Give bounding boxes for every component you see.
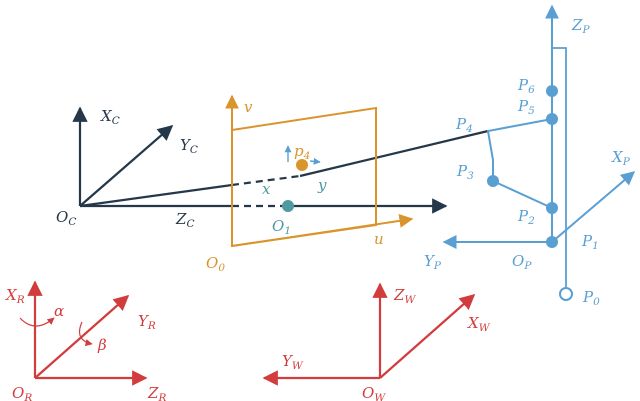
robot-x-label: XP [611,148,631,168]
robot-p0-label: P0 [582,288,600,308]
robot-point-p5 [546,113,558,125]
robot-point-p3 [487,175,499,187]
base-y-axis [34,294,130,379]
robot-z-label: ZP [571,16,590,36]
principal-point [282,200,294,212]
projected-point-label: p4 [294,142,310,162]
beta-rotation-arrow [79,321,93,347]
world-y-label: YW [282,352,304,372]
world-frame: ZW XW YW OW [262,282,491,401]
projection-ray-solid [79,183,233,208]
robot-origin-label: OP [512,252,532,272]
camera-y-label: YC [180,136,198,156]
robot-base-frame: XR YR ZR OR α β [5,280,166,401]
image-plane-outline [231,106,377,248]
world-x-axis [379,293,476,379]
image-plane: v u O0 p4 x y O1 [206,94,414,274]
robot-p6-label: P6 [517,76,535,96]
robot-link-bracket [552,47,567,287]
camera-y-axis [79,124,174,207]
beta-label: β [97,336,107,354]
base-x-label: XR [5,286,25,306]
projection-ray-end [299,129,489,178]
robot-model: ZP XP YP OP P0 P1 P2 P3 P4 P5 P6 [424,4,636,308]
robot-point-p0 [559,287,573,301]
robot-p2-label: P2 [517,207,535,227]
world-z-label: ZW [393,286,416,306]
p4-right-arrow [309,157,321,165]
image-u-label: u [374,230,384,248]
world-origin-label: OW [362,384,386,401]
robot-x-axis [551,171,636,243]
projected-point-p4 [296,159,308,171]
robot-p3-label: P3 [456,162,474,182]
image-v-label: v [244,98,253,116]
camera-z-label: ZC [175,210,194,230]
base-origin-label: OR [12,384,32,401]
robot-point-p1 [546,236,558,248]
camera-x-label: XC [100,107,120,127]
camera-frame: XC YC OC ZC [56,106,489,230]
camera-origin-label: OC [56,208,76,228]
world-x-label: XW [467,314,491,334]
alpha-label: α [54,302,64,320]
robot-point-p6 [546,85,558,97]
robot-p4-label: P4 [455,115,473,135]
principal-point-label: O1 [272,217,291,237]
image-u-axis [231,213,414,247]
alpha-rotation-arrow [19,317,55,327]
image-x-label: x [262,180,271,198]
base-z-label: ZR [147,384,166,401]
image-origin-label: O0 [206,254,225,274]
robot-p1-label: P1 [581,232,599,252]
image-y-label: y [317,176,327,194]
robot-point-p2 [546,202,558,214]
robot-p5-label: P5 [517,97,535,117]
robot-y-label: YP [424,252,442,272]
base-y-label: YR [138,312,156,332]
robot-linkage [486,118,553,209]
